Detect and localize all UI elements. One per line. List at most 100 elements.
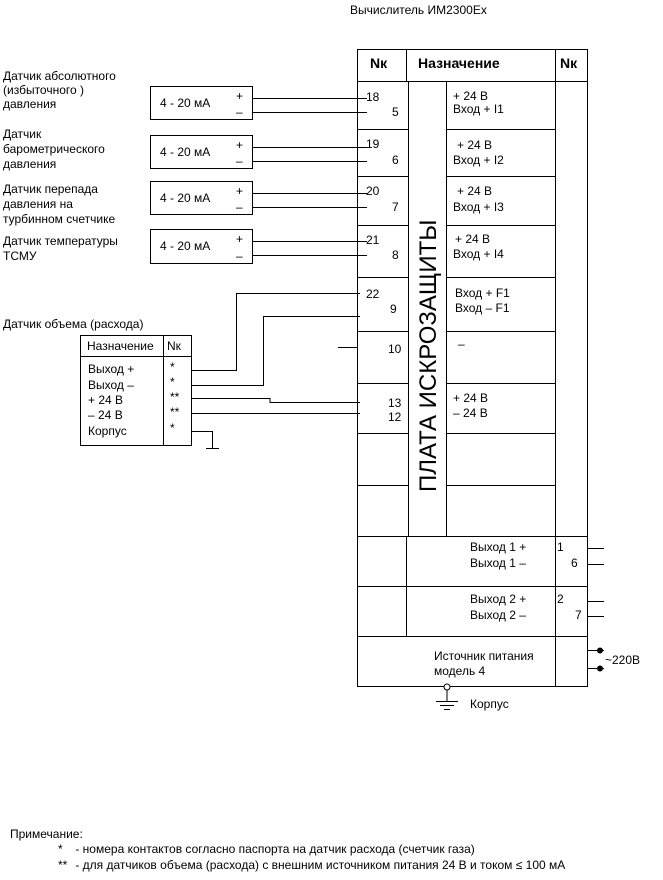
flow-row-purpose: + 24 В <box>88 393 123 407</box>
header-nk-right: Nк <box>560 55 578 71</box>
sensor-label-line: давления <box>3 157 56 171</box>
purpose-text: + 24 В <box>457 138 492 152</box>
sensor-label-line: барометрического <box>3 142 105 156</box>
protection-board-label: ПЛАТА ИСКРОЗАЩИТЫ <box>415 219 442 492</box>
flow-row-purpose: Корпус <box>88 424 127 438</box>
minus-terminal: – <box>236 105 243 119</box>
pressure-diff-sensor: Датчик перепада давления на турбинном сч… <box>3 181 504 226</box>
note-item: ** - для датчиков объема (расхода) с вне… <box>58 858 565 872</box>
purpose-text: – 24 В <box>453 406 488 420</box>
sensor-label-line: ТСМУ <box>3 249 37 263</box>
pin-number: 13 <box>388 396 402 410</box>
purpose-text: + 24 В <box>453 391 488 405</box>
sensor-label-line: (избыточного ) <box>3 83 84 97</box>
purpose-text: + 24 В <box>453 89 488 103</box>
power-supply-line: модель 4 <box>434 664 486 678</box>
purpose-text: Вход + F1 <box>455 286 510 300</box>
sensor-label-line: Датчик <box>3 127 42 141</box>
note-text: - для датчиков объема (расхода) с внешни… <box>75 858 566 872</box>
flow-row-purpose: – 24 В <box>88 408 123 422</box>
sensor-range: 4 - 20 мА <box>160 239 210 253</box>
pin10-row: 10 – <box>338 337 465 356</box>
flow-table-header-purpose: Назначение <box>87 339 154 353</box>
purpose-text: + 24 В <box>457 184 492 198</box>
flow-row-purpose: Выход – <box>88 378 134 392</box>
pin-number: 2 <box>557 592 564 606</box>
output-line: Выход 1 + <box>470 540 526 554</box>
header-nk-left: Nк <box>370 55 388 71</box>
notes-heading: Примечание: <box>10 827 83 841</box>
purpose-text: Вход + I1 <box>453 102 504 116</box>
purpose-text: + 24 В <box>455 232 490 246</box>
pin-number: 19 <box>366 137 380 151</box>
power-supply-line: Источник питания <box>434 649 534 663</box>
power-pins-row: 13 12 + 24 В – 24 В <box>388 391 488 424</box>
pressure-abs-sensor: Датчик абсолютного (избыточного ) давлен… <box>3 69 504 120</box>
ground-symbol <box>436 683 458 710</box>
mains-voltage-label: ~220В <box>605 653 640 667</box>
flow-sensor-wires <box>191 293 360 449</box>
flow-sensor-label: Датчик объема (расхода) <box>3 317 143 331</box>
minus-terminal: – <box>236 200 243 214</box>
terminal-table <box>357 49 588 687</box>
note-mark: * <box>58 842 63 856</box>
pin-number: 6 <box>571 556 578 570</box>
pressure-baro-sensor: Датчик барометрического давления 4 - 20 … <box>3 127 504 171</box>
purpose-text: Вход + I4 <box>453 247 504 261</box>
freq-input-row: 22 9 Вход + F1 Вход – F1 <box>366 286 510 316</box>
note-item: * - номера контактов согласно паспорта н… <box>58 842 475 856</box>
ground-label: Корпус <box>470 697 509 711</box>
flow-sensor: Датчик объема (расхода) Назначение Nк Вы… <box>3 317 192 446</box>
purpose-text: – <box>458 337 465 351</box>
sensor-label-line: давления <box>3 97 56 111</box>
sensor-label-line: Датчик абсолютного <box>3 69 116 83</box>
flow-table-header-nk: Nк <box>167 339 182 353</box>
pin-number: 7 <box>575 608 582 622</box>
output-2-row: Выход 2 + Выход 2 – 2 7 <box>470 592 604 622</box>
purpose-text: Вход + I2 <box>453 153 504 167</box>
sensor-label-line: давления на <box>3 197 73 211</box>
pin-number: 1 <box>557 540 564 554</box>
output-line: Выход 1 – <box>470 556 526 570</box>
pin-number: 6 <box>392 153 399 167</box>
purpose-text: Вход + I3 <box>453 200 504 214</box>
power-supply-row: Источник питания модель 4 ~220В <box>434 647 640 678</box>
minus-terminal: – <box>236 249 243 263</box>
pin-number: 20 <box>366 184 380 198</box>
pin-number: 9 <box>390 302 397 316</box>
sensor-range: 4 - 20 мА <box>160 96 210 110</box>
output-line: Выход 2 + <box>470 592 526 606</box>
plus-terminal: + <box>236 184 243 198</box>
header-purpose: Назначение <box>418 55 500 71</box>
note-text: - номера контактов согласно паспорта на … <box>75 842 475 856</box>
plus-terminal: + <box>236 138 243 152</box>
pin-number: 12 <box>388 410 402 424</box>
flow-row-nk: * <box>170 421 175 435</box>
diagram-title: Вычислитель ИМ2300Ех <box>350 3 487 17</box>
note-mark: ** <box>58 858 68 872</box>
sensor-label-line: Датчик перепада <box>3 182 98 196</box>
pin-number: 10 <box>388 342 402 356</box>
sensor-label-line: турбинном счетчике <box>3 212 115 226</box>
minus-terminal: – <box>236 154 243 168</box>
sensor-range: 4 - 20 мА <box>160 191 210 205</box>
flow-row-nk: ** <box>170 390 180 404</box>
pin-number: 7 <box>392 200 399 214</box>
plus-terminal: + <box>236 232 243 246</box>
pin-number: 5 <box>392 105 399 119</box>
output-1-row: Выход 1 + Выход 1 – 1 6 <box>470 540 604 570</box>
flow-row-purpose: Выход + <box>88 362 134 376</box>
purpose-text: Вход – F1 <box>455 301 510 315</box>
plus-terminal: + <box>236 89 243 103</box>
sensor-label-line: Датчик температуры <box>3 234 118 248</box>
pin-number: 22 <box>366 287 380 301</box>
flow-row-nk: * <box>170 360 175 374</box>
sensor-range: 4 - 20 мА <box>160 145 210 159</box>
output-line: Выход 2 – <box>470 608 526 622</box>
pin-number: 18 <box>366 90 380 104</box>
flow-row-nk: ** <box>170 405 180 419</box>
pin-number: 8 <box>392 248 399 262</box>
pin-number: 21 <box>366 233 380 247</box>
temperature-sensor: Датчик температуры ТСМУ 4 - 20 мА + – 21… <box>3 229 504 264</box>
